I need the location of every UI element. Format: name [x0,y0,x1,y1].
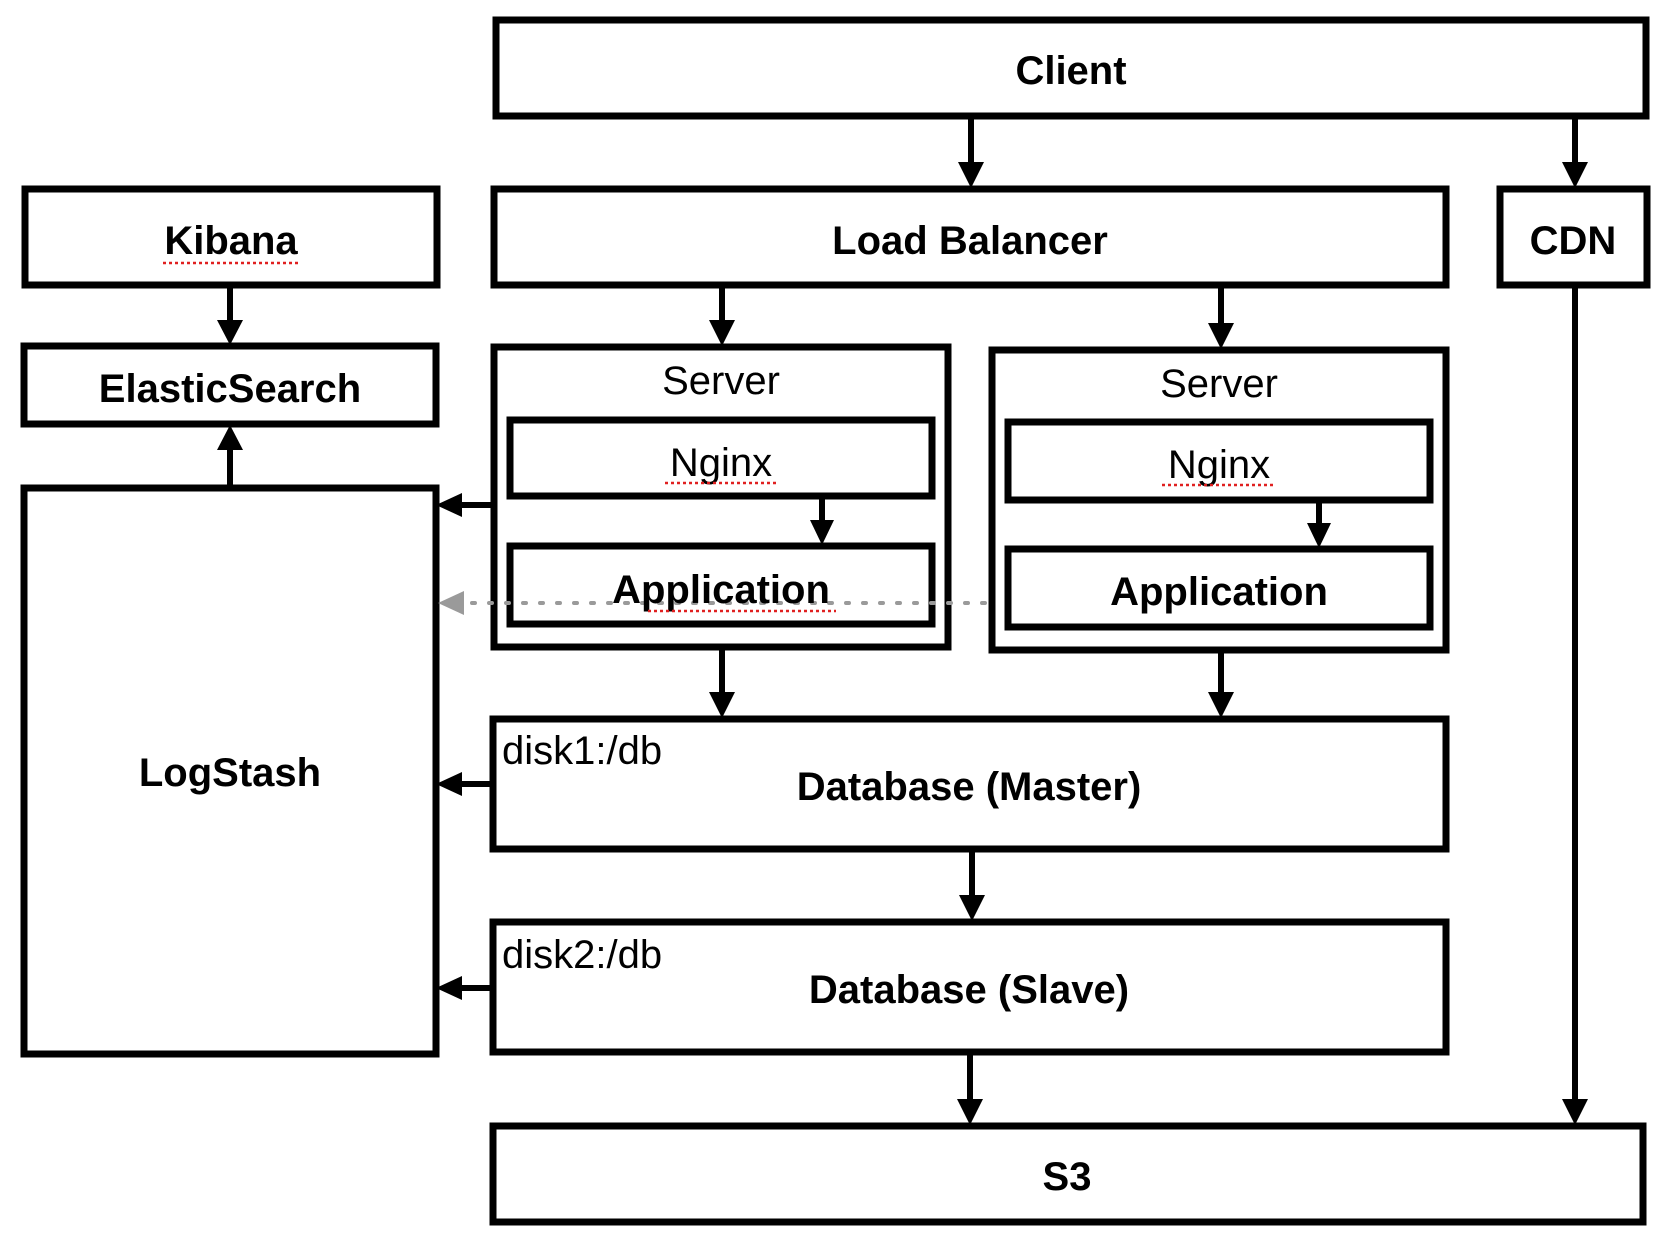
server-left-title: Server [662,359,780,403]
server-left-node: Server Nginx [490,343,952,651]
arrow-server-left-to-logstash [436,493,492,517]
arrow-database-slave-to-logstash [436,976,491,1000]
arrow-client-to-cdn [1562,119,1588,188]
elasticsearch-label: ElasticSearch [99,367,361,411]
arrow-server-left-to-database-master [709,650,735,718]
server-right-application-label: Application [1110,570,1328,614]
server-left-nginx: Nginx [506,416,936,500]
database-slave-node: disk2:/db Database (Slave) [489,918,1450,1056]
load-balancer-node: Load Balancer [490,185,1450,289]
s3-label: S3 [1043,1155,1092,1199]
server-right-node: Server Nginx Application [988,346,1450,654]
arrows [217,119,1588,1125]
arrow-logstash-to-elasticsearch [217,425,243,486]
database-master-label: Database (Master) [797,765,1142,809]
server-right-title: Server [1160,362,1278,406]
logstash-node: LogStash [20,484,440,1058]
arrow-load-balancer-to-server-left [709,288,735,346]
arrow-client-to-load-balancer [958,119,984,188]
cdn-node: CDN [1496,185,1651,289]
server-left-application-label: Application [612,568,830,612]
arrow-kibana-to-elasticsearch [217,288,243,345]
arrow-nginx-left-to-application-left [810,499,834,545]
kibana-node: Kibana [21,185,441,289]
arrow-database-master-to-logstash [436,772,491,796]
arrow-server-right-to-logstash-dotted [438,591,987,615]
logstash-label: LogStash [139,751,321,795]
arrow-cdn-to-s3 [1562,288,1588,1125]
cdn-label: CDN [1530,219,1617,263]
arrow-database-slave-to-s3 [957,1055,983,1125]
arrow-server-right-to-database-master [1208,652,1234,718]
arrow-nginx-right-to-application-right [1307,502,1331,548]
server-right-nginx-label: Nginx [1168,443,1270,487]
database-slave-label: Database (Slave) [809,968,1129,1012]
server-right-application: Application [1004,545,1434,631]
elasticsearch-node: ElasticSearch [20,342,440,428]
load-balancer-label: Load Balancer [832,219,1108,263]
s3-node: S3 [489,1122,1647,1226]
database-master-node: disk1:/db Database (Master) [489,715,1450,853]
arrow-database-master-to-database-slave [959,852,985,921]
arrow-load-balancer-to-server-right [1208,288,1234,349]
kibana-label: Kibana [164,219,298,263]
server-left-nginx-label: Nginx [670,441,772,485]
client-label: Client [1015,49,1126,93]
client-node: Client [492,16,1650,120]
server-right-nginx: Nginx [1004,418,1434,504]
database-slave-disk-label: disk2:/db [502,933,662,977]
database-master-disk-label: disk1:/db [502,729,662,773]
